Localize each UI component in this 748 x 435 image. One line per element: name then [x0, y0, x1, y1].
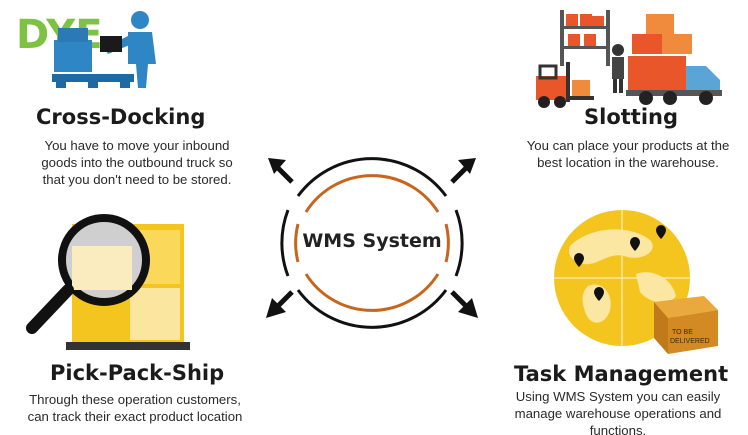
slotting-description: You can place your products at the best … [526, 138, 730, 170]
inner-arc-left [294, 223, 300, 263]
crate-top-icon [58, 28, 88, 42]
ship-pallet-icon [66, 342, 190, 350]
map-pin-icon [574, 225, 666, 301]
slotting-illustration [536, 10, 722, 108]
outer-arc-top [296, 157, 448, 197]
crate-icon [54, 40, 92, 72]
cross-docking-title: Cross-Docking [36, 105, 206, 129]
outer-arc-right [454, 209, 464, 277]
worker-body-icon [128, 32, 156, 88]
outer-arc-left [280, 209, 290, 277]
slotting-worker-icon [612, 44, 624, 56]
inner-arc-right [444, 223, 450, 263]
pick-pack-ship-illustration [26, 214, 190, 350]
outer-arc-bottom [296, 289, 448, 329]
pick-pack-ship-title: Pick-Pack-Ship [50, 361, 225, 385]
svg-text:TO BE: TO BE [672, 329, 693, 336]
arrow-top-right-icon [450, 158, 476, 184]
cross-docking-description: You have to move your inbound goods into… [41, 138, 233, 187]
arrow-top-left-icon [268, 158, 294, 184]
task-management-title: Task Management [514, 362, 729, 386]
arrow-bottom-right-icon [450, 290, 478, 318]
delivery-box-icon: TO BE DELIVERED [654, 296, 718, 354]
svg-text:DELIVERED: DELIVERED [670, 338, 710, 345]
task-management-description: Using WMS System you can easily manage w… [514, 389, 722, 435]
truck-icon [628, 56, 686, 90]
inner-arc-top [304, 174, 440, 213]
inner-arc-bottom [304, 273, 440, 312]
box-carried-icon [100, 36, 122, 52]
arrow-bottom-left-icon [266, 290, 294, 318]
pallet-icon [52, 74, 134, 82]
shelf-box-icon [566, 14, 578, 26]
forklift-icon [536, 76, 566, 100]
slotting-title: Slotting [584, 105, 679, 129]
task-management-illustration: TO BE DELIVERED [554, 210, 718, 354]
wms-system-label: WMS System [302, 230, 442, 252]
pick-pack-ship-description: Through these operation customers, can t… [27, 392, 243, 424]
wms-cycle-diagram [266, 157, 478, 329]
worker-head-icon [131, 11, 149, 29]
cross-docking-illustration [52, 11, 156, 88]
